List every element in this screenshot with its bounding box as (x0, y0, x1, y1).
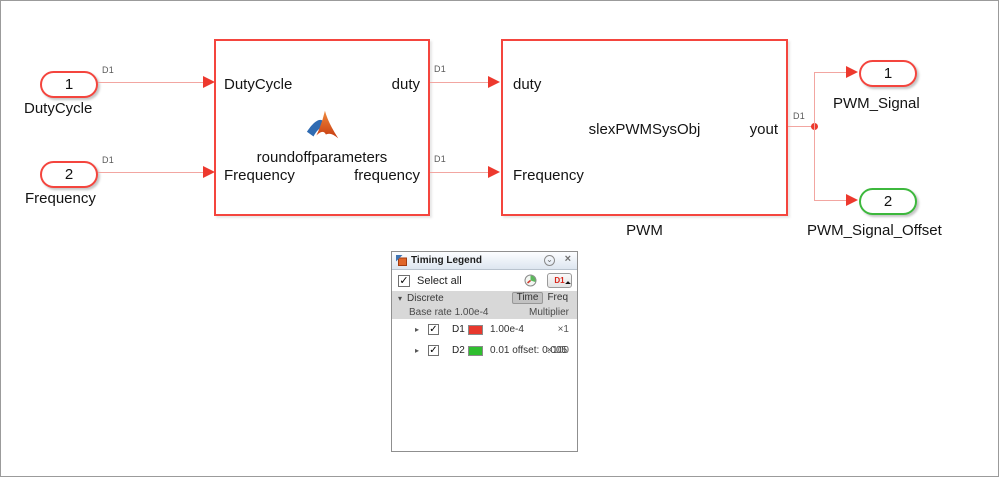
rate-value: 0.01 offset: 0.005 (490, 345, 568, 356)
pwm-port-in-duty: duty (513, 76, 542, 93)
wire-frequency[interactable] (98, 172, 204, 173)
rate-color-swatch (468, 345, 483, 356)
wire-to-pwm-signal[interactable] (814, 72, 847, 73)
time-toggle-button[interactable]: Time (511, 292, 544, 304)
inport-frequency[interactable]: 2 (40, 161, 98, 188)
wire-rate-label-d1: D1 (102, 155, 115, 165)
base-rate-label: Base rate 1.00e-4 (409, 306, 489, 318)
rate-row-d2: ▸ ✓ D2 0.01 offset: 0.005 ×100 (392, 340, 577, 361)
inport-frequency-caption: Frequency (25, 190, 96, 207)
section-collapse-icon[interactable]: ▾ (398, 293, 403, 303)
inport-dutycycle[interactable]: 1 (40, 71, 98, 98)
timing-legend-title: Timing Legend (411, 255, 482, 266)
wire-frequency-2[interactable] (430, 172, 489, 173)
pwm-block-caption: PWM (626, 222, 663, 239)
outport-pwm-signal-caption: PWM_Signal (833, 95, 920, 112)
pwm-block-label: slexPWMSysObj (588, 121, 701, 138)
rate-multiplier: ×100 (546, 345, 569, 356)
wire-rate-label-d1: D1 (434, 64, 447, 74)
inport-number: 1 (64, 76, 74, 93)
multiplier-column-label: Multiplier (528, 306, 569, 318)
rate-multiplier: ×1 (557, 324, 569, 335)
close-panel-icon[interactable]: × (564, 253, 571, 265)
outport-pwm-signal-offset-caption: PWM_Signal_Offset (807, 222, 942, 239)
select-all-label: Select all (417, 274, 462, 287)
wire-yout[interactable] (788, 126, 815, 127)
pwm-port-out-yout: yout (749, 121, 778, 138)
wire-duty[interactable] (430, 82, 489, 83)
outport-number: 2 (883, 193, 893, 210)
timing-legend-titlebar[interactable]: Timing Legend ⌄ × (392, 252, 577, 270)
wire-arrowhead-icon (203, 76, 215, 88)
rate-filter-label: D1 (554, 276, 565, 285)
matlab-logo-icon (306, 110, 339, 139)
wire-arrowhead-icon (846, 66, 858, 78)
fn-port-out-frequency: frequency (354, 167, 420, 184)
rate-d1-checkbox[interactable]: ✓ (428, 324, 439, 335)
pwm-port-in-frequency: Frequency (513, 167, 584, 184)
rate-name: D1 (452, 324, 465, 335)
collapse-panel-icon[interactable]: ⌄ (544, 255, 555, 266)
outport-pwm-signal[interactable]: 1 (859, 60, 917, 87)
discrete-section-header[interactable]: ▾ Discrete Time Freq (392, 291, 577, 305)
wire-arrowhead-icon (846, 194, 858, 206)
rate-name: D2 (452, 345, 465, 356)
fn-block-name: roundoffparameters (256, 149, 388, 166)
outport-pwm-signal-offset[interactable]: 2 (859, 188, 917, 215)
select-all-checkbox[interactable]: ✓ (398, 274, 410, 287)
wire-rate-label-d1: D1 (434, 154, 447, 164)
fn-port-out-duty: duty (391, 76, 420, 93)
dropdown-arrow-icon (565, 281, 571, 287)
rate-color-swatch (468, 324, 483, 335)
rate-filter-button[interactable]: D1 (547, 273, 572, 288)
base-rate-row: Base rate 1.00e-4 Multiplier (392, 305, 577, 319)
rate-row-d1: ▸ ✓ D1 1.00e-4 ×1 (392, 319, 577, 340)
section-label: Discrete (407, 292, 444, 304)
row-expander-icon[interactable]: ▸ (415, 346, 420, 355)
time-freq-toggle: Time Freq (511, 292, 572, 304)
wire-rate-label-d1: D1 (102, 65, 115, 75)
rate-value: 1.00e-4 (490, 324, 524, 335)
wire-arrowhead-icon (203, 166, 215, 178)
wire-arrowhead-icon (488, 76, 500, 88)
freq-toggle-button[interactable]: Freq (547, 292, 568, 303)
inport-dutycycle-caption: DutyCycle (24, 100, 93, 117)
wire-dutycycle[interactable] (98, 82, 204, 83)
outport-number: 1 (883, 65, 893, 82)
timing-legend-panel: Timing Legend ⌄ × ✓ Select all D1 ▾ Disc… (391, 251, 578, 452)
wire-rate-label-d1: D1 (793, 111, 806, 121)
pwm-system-block[interactable]: duty Frequency slexPWMSysObj yout (501, 39, 788, 216)
wire-to-pwm-signal-offset[interactable] (814, 200, 847, 201)
select-all-row: ✓ Select all D1 (392, 270, 577, 291)
row-expander-icon[interactable]: ▸ (415, 325, 420, 334)
wire-arrowhead-icon (488, 166, 500, 178)
fn-port-in-frequency: Frequency (224, 167, 295, 184)
highlight-clock-icon[interactable] (524, 274, 537, 287)
wire-yout-branch[interactable] (814, 73, 815, 201)
fn-port-in-dutycycle: DutyCycle (224, 76, 293, 93)
rate-d2-checkbox[interactable]: ✓ (428, 345, 439, 356)
matlab-function-block[interactable]: DutyCycle duty Frequency frequency round… (214, 39, 430, 216)
timing-legend-icon (396, 255, 407, 266)
inport-number: 2 (64, 166, 74, 183)
